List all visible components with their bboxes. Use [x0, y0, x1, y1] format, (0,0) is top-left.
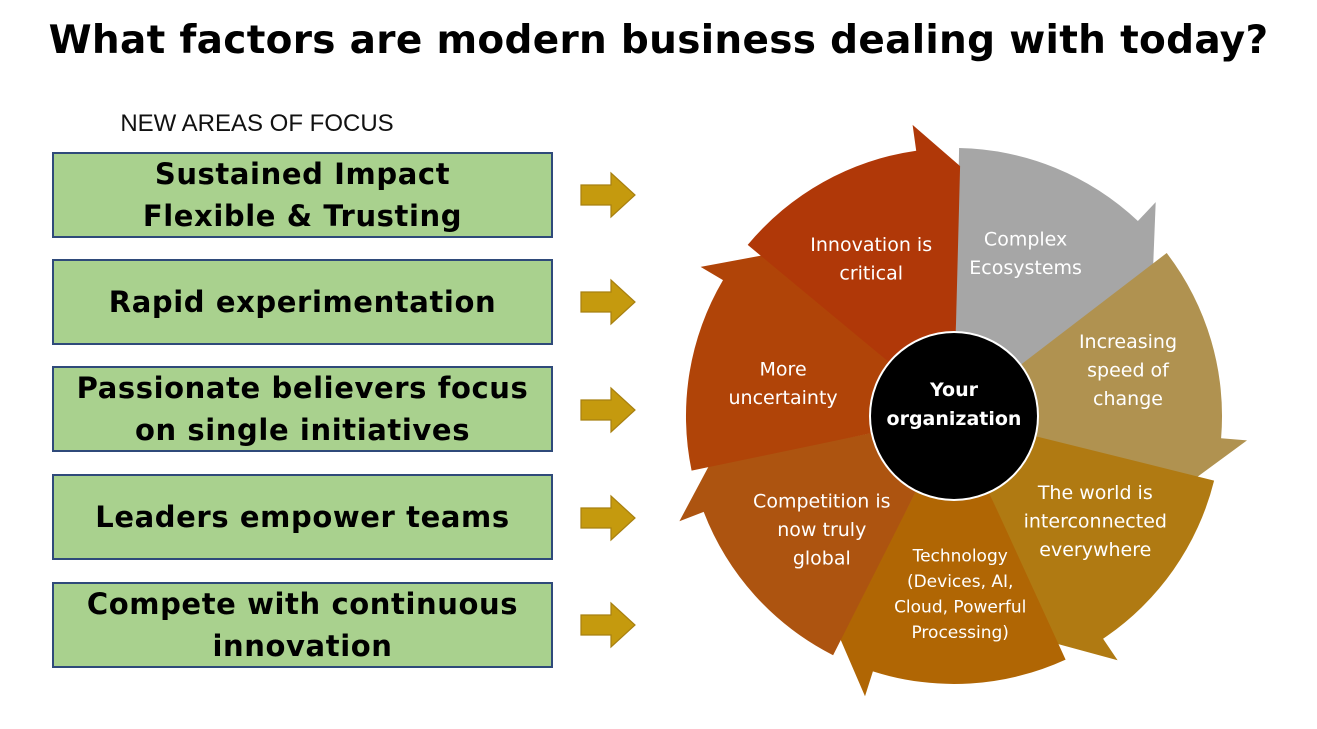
- focus-item-leaders-empower: Leaders empower teams: [52, 474, 553, 560]
- focus-item-passionate-believers: Passionate believers focus on single ini…: [52, 366, 553, 452]
- wheel-segment-label-line: Increasing: [1079, 331, 1177, 353]
- wheel-segment-label-line: interconnected: [1024, 511, 1167, 533]
- wheel-segment-label-line: Innovation is: [810, 234, 932, 256]
- focus-item-sustained-impact: Sustained Impact Flexible & Trusting: [52, 152, 553, 238]
- arrow-right-icon: [580, 171, 636, 219]
- wheel-segment-label-6: Innovation is critical: [810, 234, 932, 284]
- focus-item-label: Leaders empower teams: [95, 499, 510, 534]
- wheel-segment-label-line: everywhere: [1039, 539, 1151, 561]
- focus-item-label: Sustained Impact Flexible & Trusting: [142, 156, 463, 233]
- wheel-segment-label-line: Ecosystems: [969, 257, 1082, 279]
- wheel-segment-3: [840, 423, 1066, 697]
- wheel-segment-4: [679, 417, 951, 656]
- wheel-segment-6: [747, 124, 961, 411]
- wheel-segment-label-line: Processing): [911, 623, 1008, 643]
- focus-item-rapid-experimentation: Rapid experimentation: [52, 259, 553, 345]
- focus-item-label: Rapid experimentation: [108, 284, 497, 319]
- wheel-segment-label-line: Cloud, Powerful: [894, 598, 1026, 618]
- arrow-right-icon: [580, 494, 636, 542]
- focus-item-continuous-innovation: Compete with continuous innovation: [52, 582, 553, 668]
- wheel-segment-label-1: Increasing speed of change: [1079, 331, 1177, 410]
- page-title: What factors are modern business dealing…: [48, 18, 1269, 63]
- arrow-right-icon: [580, 601, 636, 649]
- wheel-segment-label-line: now truly: [777, 519, 866, 541]
- wheel-segment-label-line: The world is: [1037, 482, 1153, 504]
- focus-item-label: Passionate believers focus on single ini…: [76, 370, 529, 447]
- center-label-line-2: organization: [887, 408, 1022, 430]
- wheel-segment-label-line: (Devices, AI,: [907, 572, 1013, 592]
- wheel-segment-label-2: The world is interconnected everywhere: [1024, 482, 1167, 561]
- focus-heading: NEW AREAS OF FOCUS: [120, 110, 394, 137]
- wheel-segment-label-line: Technology: [912, 547, 1008, 567]
- wheel-segment-label-line: critical: [839, 262, 903, 284]
- focus-item-label: Compete with continuous innovation: [86, 586, 519, 663]
- center-label-line-1: Your: [929, 379, 979, 401]
- wheel-segment-label-4: Competition is now truly global: [753, 490, 891, 569]
- wheel-segment-label-5: More uncertainty: [729, 359, 838, 410]
- wheel-segment-label-line: More: [760, 359, 807, 381]
- center-circle: [869, 331, 1039, 501]
- wheel-segment-label-line: change: [1093, 388, 1163, 410]
- wheel-segment-label-line: speed of: [1087, 360, 1170, 382]
- wheel-segment-label-line: uncertainty: [729, 387, 838, 409]
- wheel-segment-2: [957, 417, 1215, 661]
- arrow-right-icon: [580, 386, 636, 434]
- wheel-segment-label-line: global: [793, 547, 851, 569]
- wheel-segment-0: [954, 148, 1156, 411]
- wheel-segment-label-line: Complex: [984, 228, 1067, 250]
- arrow-right-icon: [580, 278, 636, 326]
- wheel-segment-label-line: Competition is: [753, 490, 891, 512]
